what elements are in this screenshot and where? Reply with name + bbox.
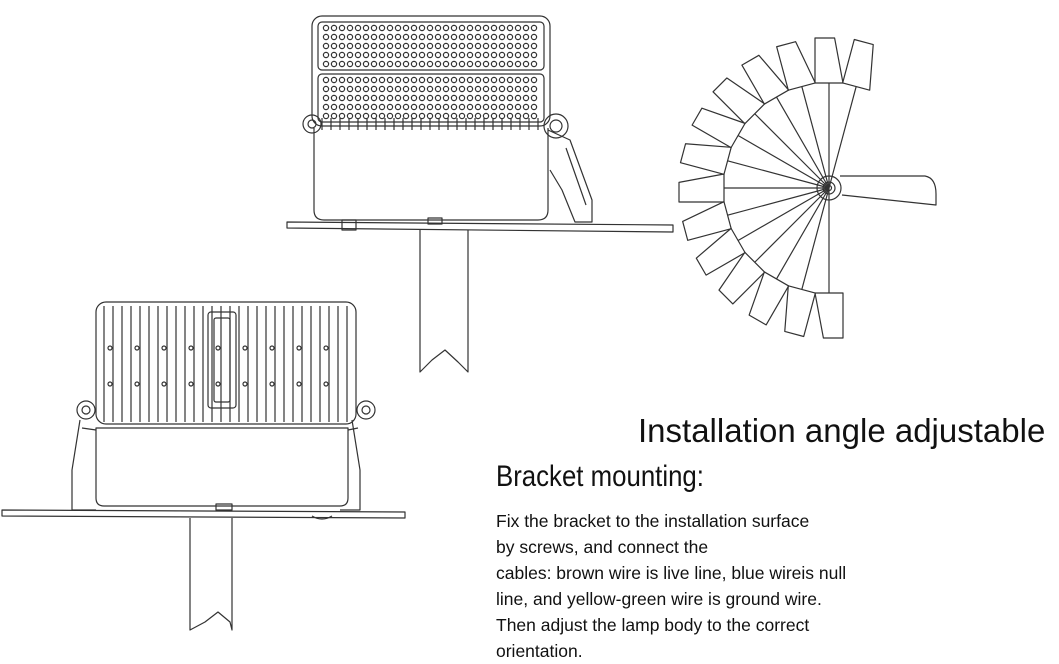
instruction-line: orientation. (496, 641, 583, 661)
instructions-text: Fix the bracket to the installation surf… (496, 508, 916, 664)
instruction-line: Fix the bracket to the installation surf… (496, 511, 810, 531)
led-array-bottom (322, 76, 538, 120)
led-array-top (322, 24, 538, 68)
section-heading: Bracket mounting: (496, 460, 704, 493)
instruction-line: cables: brown wire is live line, blue wi… (496, 563, 847, 583)
instruction-line: line, and yellow-green wire is ground wi… (496, 589, 822, 609)
side-profile-lamp (816, 175, 937, 206)
instruction-line: by screws, and connect the (496, 537, 709, 557)
floodlight-front-view (286, 15, 674, 373)
instruction-line: Then adjust the lamp body to the correct (496, 615, 810, 635)
rotation-angle-fan (678, 37, 874, 339)
floodlight-rear-view (1, 301, 406, 631)
page-title: Installation angle adjustable (638, 412, 1046, 449)
